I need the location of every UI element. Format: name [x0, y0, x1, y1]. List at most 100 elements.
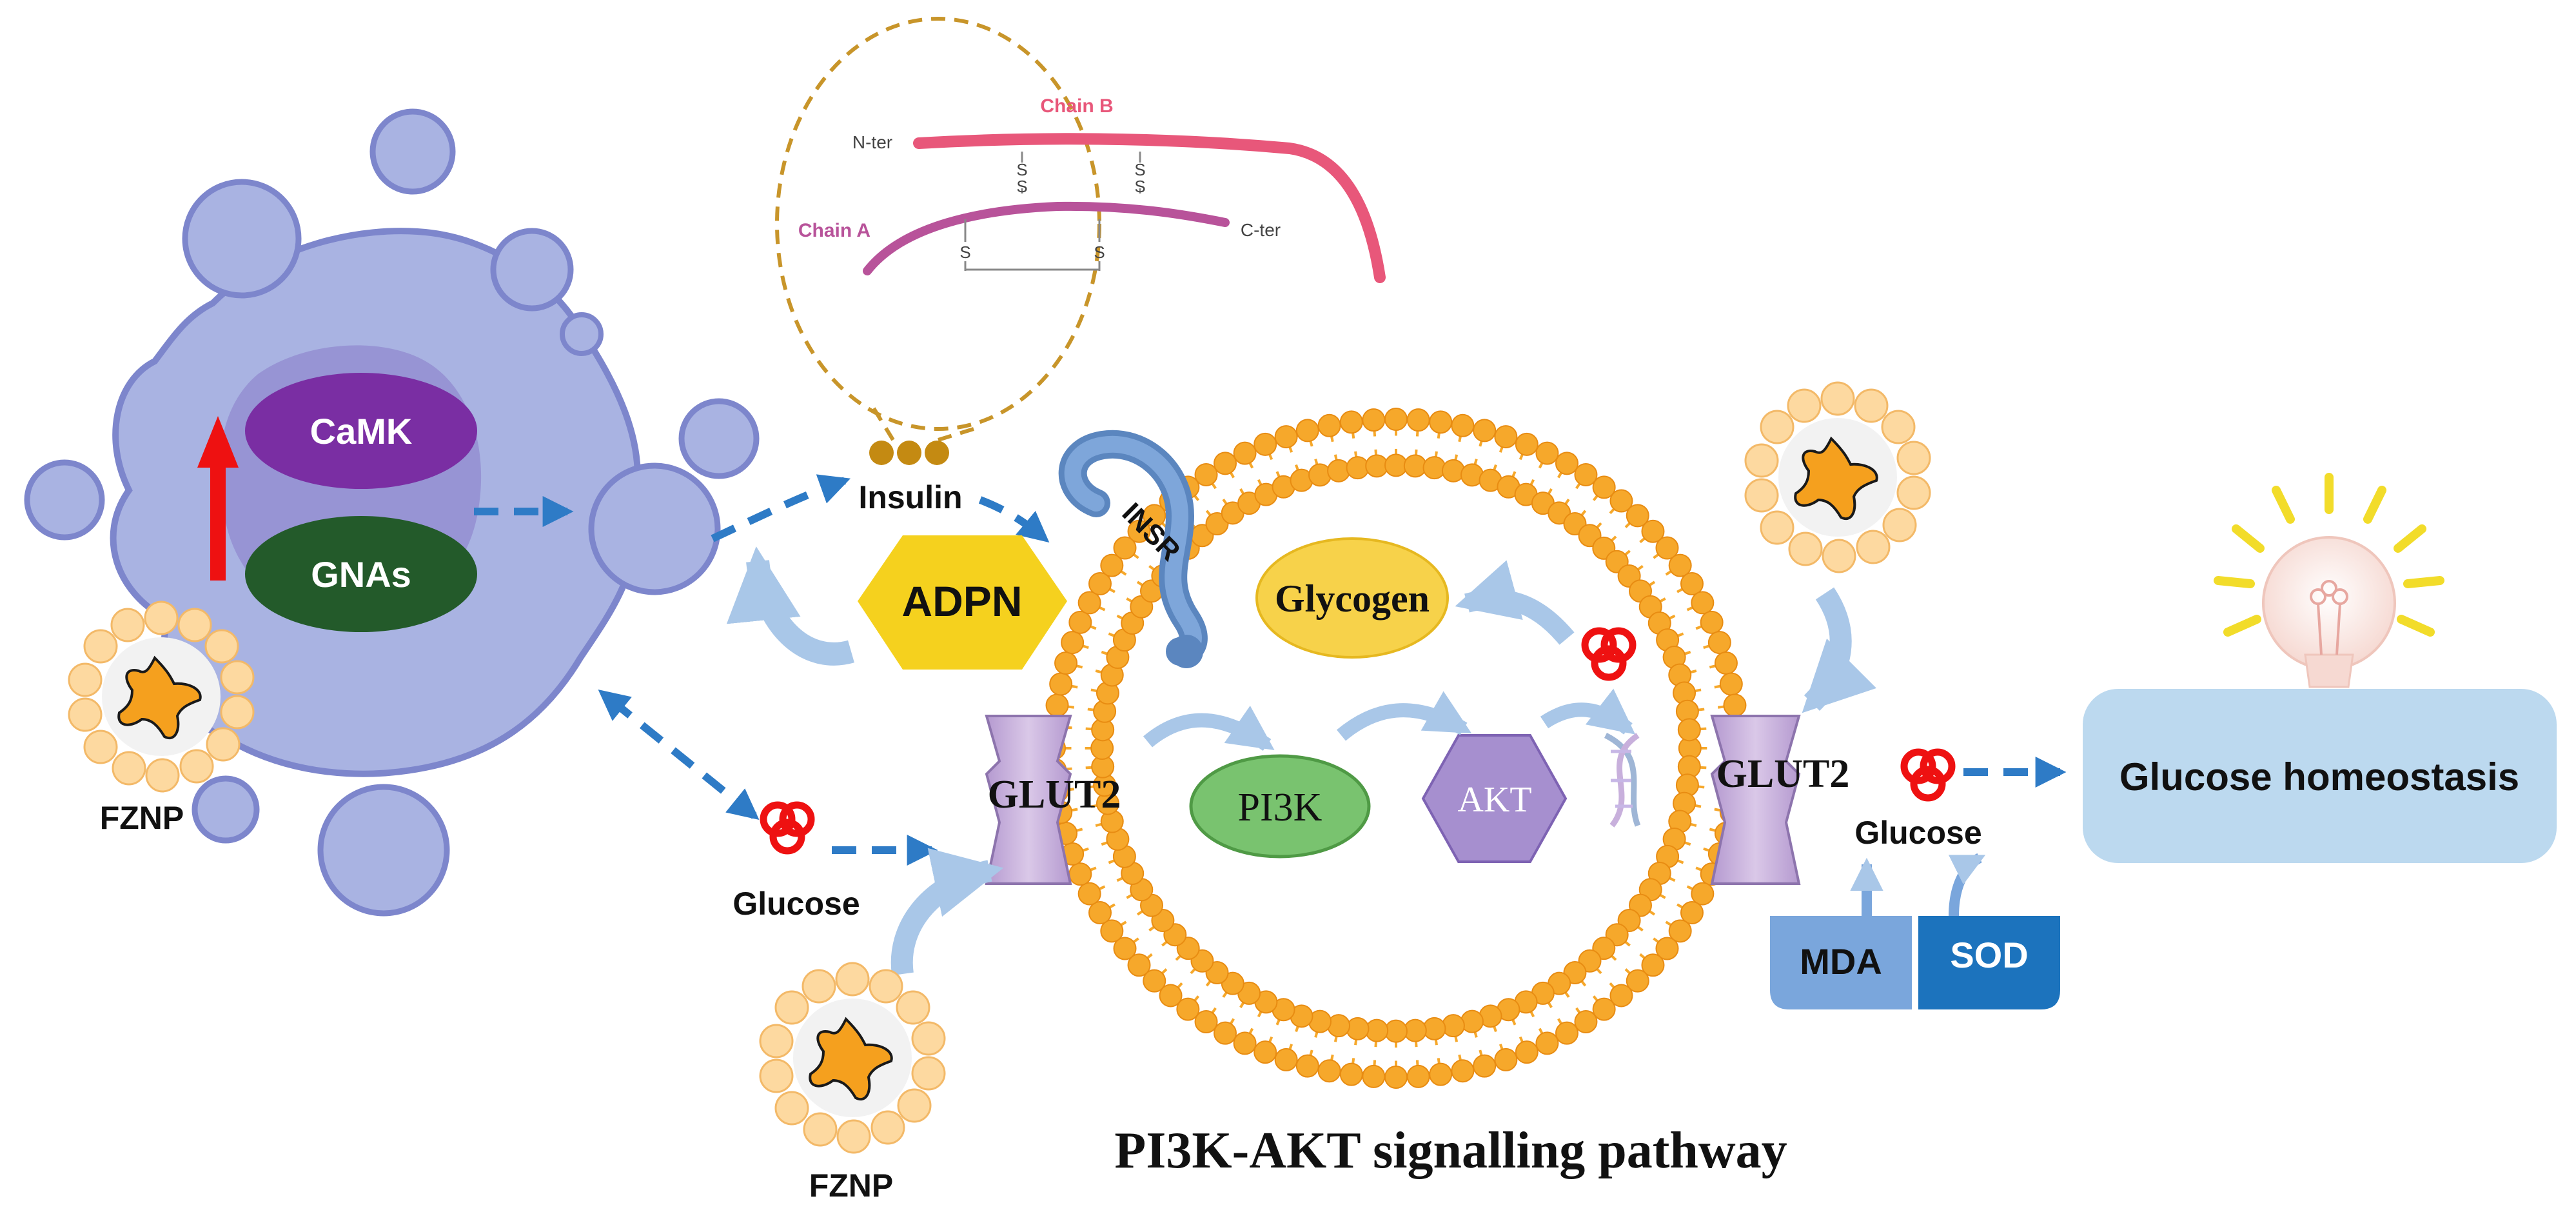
- lipid-head-outer: [1429, 1062, 1453, 1086]
- vesicle: [560, 312, 604, 356]
- lipid-head-outer: [1609, 984, 1633, 1008]
- lipid-head-inner: [1441, 1014, 1465, 1038]
- glucose-label-left: Glucose: [732, 886, 860, 922]
- lipid-head-outer: [1641, 953, 1665, 977]
- lipid-head-outer: [1494, 1048, 1518, 1071]
- chain-a-label: Chain A: [798, 220, 870, 241]
- lipid-head-outer: [1429, 410, 1453, 434]
- glycogen-ellipse: [1255, 537, 1449, 659]
- lipid-head-outer: [1384, 408, 1408, 431]
- lipid-head-outer: [1626, 504, 1649, 528]
- lipid-head-outer: [1045, 693, 1069, 717]
- glucose-molecule-icon: [1900, 748, 1956, 802]
- vesicle: [678, 398, 760, 479]
- gnas-ellipse: [245, 516, 477, 632]
- lightbulb-icon: [2214, 473, 2444, 688]
- lipid-head-outer: [1061, 631, 1085, 655]
- camk-label: CaMK: [310, 411, 413, 452]
- sod-label: SOD: [1950, 935, 2028, 975]
- insr-receptor: [1058, 430, 1208, 668]
- sulfur-label: S: [1134, 177, 1145, 196]
- lipid-head-outer: [1100, 553, 1124, 577]
- lipid-head-outer: [1295, 419, 1319, 442]
- disulfide-bonds: [964, 152, 1141, 271]
- lipid-head-outer: [1626, 969, 1649, 993]
- sulfur-label: S: [1134, 160, 1145, 179]
- lipid-head-outer: [1233, 441, 1257, 465]
- lipid-head-outer: [1473, 1054, 1497, 1078]
- lipid-head-outer: [1707, 631, 1731, 655]
- insulin-molecules: [869, 441, 949, 465]
- lipid-head-outer: [1143, 504, 1166, 528]
- lipid-head-outer: [1691, 591, 1715, 615]
- lipid-head-outer: [1592, 997, 1616, 1021]
- lipid-head-outer: [1214, 452, 1237, 475]
- lipid-head-inner: [1365, 1018, 1389, 1042]
- mda-label: MDA: [1800, 941, 1882, 982]
- vesicle: [317, 784, 450, 917]
- glucose-homeostasis-label: Glucose homeostasis: [2119, 755, 2519, 799]
- lipid-head-outer: [1362, 408, 1386, 432]
- bulb-rays: [2214, 473, 2444, 637]
- lipid-head-outer: [1077, 591, 1101, 615]
- lipid-head-inner: [1346, 456, 1370, 480]
- pi3k-to-akt-arrow: [1336, 691, 1472, 741]
- lipid-head-outer: [1641, 519, 1665, 543]
- adpn-feedback-arrow: [726, 546, 854, 666]
- glut2-transporter-right: [1710, 715, 1801, 885]
- fznp-nanoparticle-left: [68, 601, 255, 793]
- pathway-title: PI3K-AKT signalling pathway: [1114, 1122, 1787, 1179]
- glut2-label-right: GLUT2: [1716, 752, 1850, 796]
- adpn-hexagon: [858, 535, 1067, 670]
- lipid-head-outer: [1233, 1031, 1257, 1055]
- chain-b-label: Chain B: [1040, 95, 1113, 117]
- lipid-head-outer: [1077, 882, 1101, 906]
- lipid-head-outer: [1068, 862, 1092, 886]
- insulin-label: Insulin: [858, 479, 962, 515]
- glucose-label-right: Glucose: [1854, 815, 1981, 851]
- lipid-head-outer: [1054, 651, 1078, 675]
- fznp-nanoparticle-top: [1744, 381, 1931, 573]
- lipid-head-outer: [1451, 1059, 1475, 1083]
- c-ter-label: C-ter: [1241, 220, 1281, 240]
- glucose-homeostasis-box: [2083, 689, 2557, 863]
- sulfur-label: S: [959, 243, 970, 262]
- lipid-head-outer: [1127, 519, 1151, 543]
- pi3k-label: PI3K: [1238, 786, 1322, 830]
- lipid-head-outer: [1668, 919, 1692, 943]
- lipid-head-outer: [1406, 1064, 1430, 1088]
- lipid-head-outer: [1339, 410, 1363, 434]
- n-ter-label: N-ter: [852, 132, 892, 152]
- vesicle: [369, 108, 456, 195]
- lipid-head-outer: [1295, 1054, 1319, 1078]
- dna-icon: [1604, 732, 1641, 828]
- vesicle: [182, 179, 302, 299]
- lipid-head-outer: [1068, 610, 1092, 634]
- lipid-head-outer: [1719, 672, 1743, 696]
- glycogen-label: Glycogen: [1275, 577, 1430, 620]
- glut2-to-pi3k-arrow: [1143, 706, 1275, 751]
- vesicle: [24, 459, 105, 541]
- lipid-head-inner: [1346, 1017, 1370, 1040]
- lipid-head-outer: [1494, 425, 1518, 449]
- fznp-label-bottom: FZNP: [809, 1167, 894, 1204]
- lipid-head-outer: [1100, 919, 1124, 943]
- glut2-label-left: GLUT2: [988, 773, 1121, 817]
- sod-to-glucose-arrow: [1948, 853, 1986, 917]
- lipid-head-outer: [1113, 536, 1137, 560]
- star-core-icon: [1794, 436, 1878, 520]
- fznp-to-glut2-arrow: [890, 848, 1004, 976]
- lipid-head-inner: [1677, 718, 1701, 742]
- akt-label: AKT: [1457, 780, 1531, 820]
- lipid-head-outer: [1680, 572, 1704, 595]
- lipid-head-outer: [1406, 408, 1430, 432]
- lipid-head-outer: [1700, 610, 1724, 634]
- lipid-bilayer-cell: [1043, 408, 1749, 1089]
- glucose-molecule-icon: [760, 801, 815, 855]
- lipid-head-outer: [1384, 1066, 1408, 1089]
- lipid-head-outer: [1317, 1059, 1341, 1083]
- lipid-head-outer: [1254, 432, 1277, 456]
- insulin-chain-a: [863, 201, 1230, 275]
- mda-box: [1770, 916, 1912, 1009]
- lipid-head-outer: [1317, 413, 1341, 437]
